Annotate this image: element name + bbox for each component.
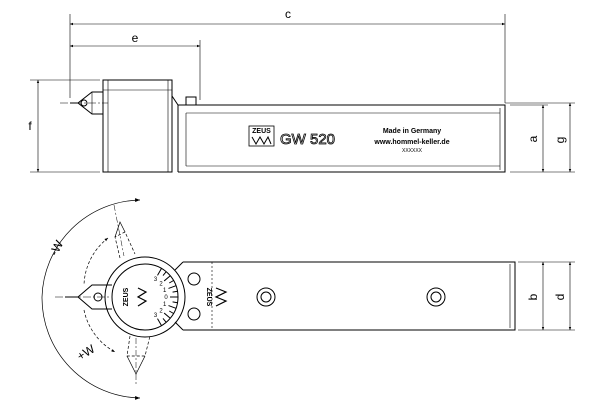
dial-tick bbox=[163, 275, 171, 282]
dimension-b: b bbox=[526, 293, 540, 300]
dimension-g: g bbox=[553, 137, 567, 144]
shank-logo-text: ZEUS bbox=[205, 288, 212, 307]
website-label: www.hommel-keller.de bbox=[373, 139, 449, 146]
dial-tick bbox=[168, 305, 177, 309]
angle-dial bbox=[157, 268, 178, 326]
dial-tick bbox=[172, 301, 178, 304]
dimension-d: d bbox=[553, 294, 567, 301]
dial-number: 1 bbox=[163, 302, 167, 308]
dial-tick bbox=[162, 271, 167, 276]
dimension-f: f bbox=[28, 119, 32, 133]
made-in-label: Made in Germany bbox=[383, 128, 441, 135]
angle-plus-label: +W bbox=[74, 341, 98, 363]
top-dimensions bbox=[30, 14, 575, 173]
dimension-c: c bbox=[285, 7, 291, 21]
dial-tick bbox=[168, 310, 174, 314]
angle-arcs bbox=[41, 198, 141, 400]
dial-tick bbox=[162, 318, 167, 323]
dial-tick bbox=[157, 268, 162, 276]
plan-view bbox=[55, 204, 516, 385]
plan-logos: ZEUS ZEUS bbox=[123, 287, 228, 307]
dimension-e: e bbox=[132, 31, 139, 45]
dial-tick bbox=[168, 280, 174, 284]
angle-minus-label: -W bbox=[47, 237, 67, 258]
shank-marking: ZEUS GW 520 Made in Germany www.hommel-k… bbox=[248, 125, 450, 154]
dial-logo-text: ZEUS bbox=[123, 287, 130, 306]
dial-number: 2 bbox=[159, 308, 163, 314]
dial-number: 3 bbox=[154, 313, 158, 319]
model-label: GW 520 bbox=[280, 131, 335, 148]
zeus-logo-icon bbox=[248, 125, 275, 147]
side-view bbox=[60, 79, 506, 173]
dimension-a: a bbox=[526, 135, 540, 142]
dial-number: 2 bbox=[159, 282, 163, 288]
dial-numbers: 3 2 1 0 1 2 3 bbox=[154, 277, 169, 319]
zeus-mark-icon bbox=[136, 287, 148, 307]
serial-label: XXXXXX bbox=[402, 148, 423, 154]
dial-tick bbox=[168, 285, 177, 289]
dial-number: 1 bbox=[163, 288, 167, 294]
dial-number: 3 bbox=[154, 277, 158, 283]
dial-tick bbox=[163, 312, 171, 319]
dial-tick bbox=[172, 290, 178, 293]
logo-text: ZEUS bbox=[252, 128, 271, 135]
plan-dimensions bbox=[518, 261, 575, 331]
zeus-mark-icon bbox=[214, 287, 228, 307]
dial-tick bbox=[157, 318, 162, 326]
dial-number: 0 bbox=[164, 295, 168, 301]
